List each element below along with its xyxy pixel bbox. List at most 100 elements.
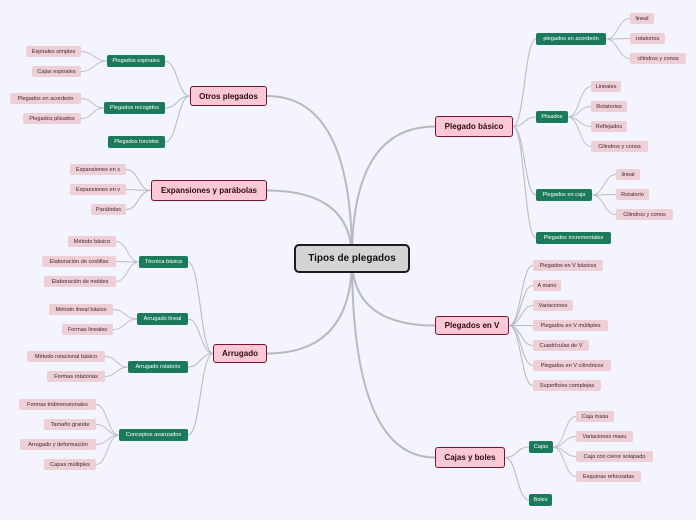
connector-line xyxy=(508,324,534,367)
connector-line xyxy=(104,366,129,377)
connector-line xyxy=(112,309,138,320)
connector-line xyxy=(351,258,436,459)
subtopic-boles[interactable]: Boles xyxy=(529,494,552,506)
connector-line xyxy=(552,436,577,448)
leaf-v-a-mano[interactable]: A mano xyxy=(533,280,561,291)
connector-line xyxy=(187,352,214,368)
connector-line xyxy=(552,446,577,477)
leaf-acordeon-rotatorios[interactable]: rotatorios xyxy=(630,33,665,44)
leaf-espirales-simples[interactable]: Espirales simples xyxy=(26,46,81,57)
leaf-plisados-lineales[interactable]: Lineales xyxy=(591,81,621,92)
leaf-metodo-basico[interactable]: Método básico xyxy=(68,236,116,247)
leaf-v-cuadriculas[interactable]: Cuadrículas de V xyxy=(533,340,589,351)
connector-line xyxy=(567,106,592,118)
connector-line xyxy=(512,116,537,128)
leaf-formas-rotatorias[interactable]: Formas rotatorias xyxy=(47,371,105,382)
leaf-formas-lineales[interactable]: Formas lineales xyxy=(62,324,113,335)
subtopic-tecnica-basica[interactable]: Técnica básica xyxy=(139,256,188,268)
leaf-metodo-lineal[interactable]: Método lineal básico xyxy=(49,304,113,315)
leaf-capas-multiples[interactable]: Capas múltiples xyxy=(44,459,96,470)
subtopic-arrugado-lineal[interactable]: Arrugado lineal xyxy=(137,313,188,325)
leaf-moldes[interactable]: Elaboración de moldes xyxy=(44,276,116,287)
connector-line xyxy=(187,318,214,355)
leaf-v-multiples[interactable]: Plegados en V múltiples xyxy=(533,320,608,331)
connector-line xyxy=(512,125,537,239)
connector-line xyxy=(508,304,534,327)
leaf-metodo-rotacional[interactable]: Método rotacional básico xyxy=(27,351,105,362)
subtopic-plegados-espirales[interactable]: Plegados espirales xyxy=(107,55,165,67)
subtopic-plegados-recogidos[interactable]: Plegados recogidos xyxy=(104,102,165,114)
topic-plegados-en-v[interactable]: Plegados en V xyxy=(435,316,509,335)
leaf-caja-cierre[interactable]: Caja con cierre solapado xyxy=(576,451,653,462)
leaf-caja-rotatorio[interactable]: Rotatorio xyxy=(616,189,649,200)
leaf-expansiones-v[interactable]: Expansiones en v xyxy=(70,184,126,195)
connector-line xyxy=(95,424,120,436)
connector-line xyxy=(266,95,353,259)
connector-line xyxy=(112,318,138,330)
leaf-caja-lineal[interactable]: lineal xyxy=(616,169,640,180)
subtopic-plegados-incrementales[interactable]: Plegados incrementales xyxy=(536,232,611,244)
connector-line xyxy=(552,416,577,448)
leaf-recogidos-acordeon[interactable]: Plegados en acordeón xyxy=(10,93,81,104)
subtopic-plegados-acordeon[interactable]: plegados en acordeón xyxy=(536,33,606,45)
leaf-caja-masu[interactable]: Caja masu xyxy=(576,411,614,422)
connector-line xyxy=(504,446,530,459)
subtopic-conceptos-avanzados[interactable]: Conceptos avanzados xyxy=(119,429,188,441)
connector-line xyxy=(104,356,129,368)
connector-line xyxy=(80,98,105,109)
leaf-acordeon-lineal[interactable]: lineal xyxy=(630,13,654,24)
connector-line xyxy=(80,51,108,62)
subtopic-plegados-torcidos[interactable]: Plegados torcidos xyxy=(108,136,165,148)
leaf-variaciones-masu[interactable]: Variaciones masu xyxy=(576,431,633,442)
leaf-caja-cilindros[interactable]: Cilindros y conos xyxy=(616,209,673,220)
connector-line xyxy=(266,258,353,355)
topic-plegado-basico[interactable]: Plegado básico xyxy=(435,116,513,137)
leaf-expansiones-x[interactable]: Expansiones en x xyxy=(70,164,126,175)
leaf-formas-tridimensionales[interactable]: Formas tridimensionales xyxy=(19,399,96,410)
leaf-tamano-grande[interactable]: Tamaño grande xyxy=(44,419,96,430)
connector-line xyxy=(95,434,120,465)
topic-cajas-boles[interactable]: Cajas y boles xyxy=(435,447,505,468)
connector-line xyxy=(95,404,120,436)
leaf-v-basicos[interactable]: Plegados en V básicos xyxy=(533,260,603,271)
leaf-plisados-rotatorios[interactable]: Rotatorios xyxy=(591,101,627,112)
connector-line xyxy=(187,352,214,436)
connector-line xyxy=(80,60,108,72)
connector-line xyxy=(115,261,140,282)
connector-line xyxy=(115,261,140,263)
leaf-plisados-cilindros[interactable]: Cilindros y conos xyxy=(591,141,648,152)
connector-line xyxy=(567,116,592,147)
topic-otros-plegados[interactable]: Otros plegados xyxy=(190,86,267,106)
leaf-cajas-espirales[interactable]: Cajas espirales xyxy=(32,66,81,77)
leaf-v-cilindricos[interactable]: Plegados en V cilíndricos xyxy=(533,360,611,371)
leaf-costillas[interactable]: Elaboración de costillas xyxy=(42,256,116,267)
leaf-parabolas[interactable]: Parábolas xyxy=(91,204,126,215)
connector-line xyxy=(80,107,105,119)
leaf-v-superficies[interactable]: Superficies complejas xyxy=(533,380,601,391)
connector-line xyxy=(567,86,592,118)
leaf-recogidos-plisados[interactable]: Plegados plisados xyxy=(23,113,81,124)
connector-line xyxy=(605,18,631,40)
topic-expansiones[interactable]: Expansiones y parábolas xyxy=(151,180,267,201)
connector-line xyxy=(508,284,534,327)
topic-arrugado[interactable]: Arrugado xyxy=(213,344,267,363)
leaf-acordeon-cilindros[interactable]: cilindros y conos xyxy=(630,53,686,64)
connector-line xyxy=(605,38,631,40)
central-topic[interactable]: Tipos de plegados xyxy=(294,244,410,273)
subtopic-plegados-caja[interactable]: Plegados en caja xyxy=(536,189,592,201)
connector-line xyxy=(591,194,617,215)
leaf-plisados-reflejados[interactable]: Reflejados xyxy=(591,121,627,132)
connector-line xyxy=(591,194,617,196)
connector-line xyxy=(508,324,534,387)
leaf-v-variaciones[interactable]: Variaciones xyxy=(533,300,573,311)
connector-line xyxy=(512,38,537,128)
subtopic-plisados[interactable]: Plisados xyxy=(536,111,568,123)
connector-line xyxy=(164,60,191,97)
leaf-esquinas[interactable]: Esquinas reforzadas xyxy=(576,471,641,482)
subtopic-arrugado-rotatorio[interactable]: Arrugado rotatorio xyxy=(128,361,188,373)
subtopic-cajas[interactable]: Cajas xyxy=(529,441,553,453)
connector-line xyxy=(115,241,140,263)
connector-line xyxy=(125,189,152,211)
leaf-arrugado-deformacion[interactable]: Arrugado y deformación xyxy=(20,439,96,450)
